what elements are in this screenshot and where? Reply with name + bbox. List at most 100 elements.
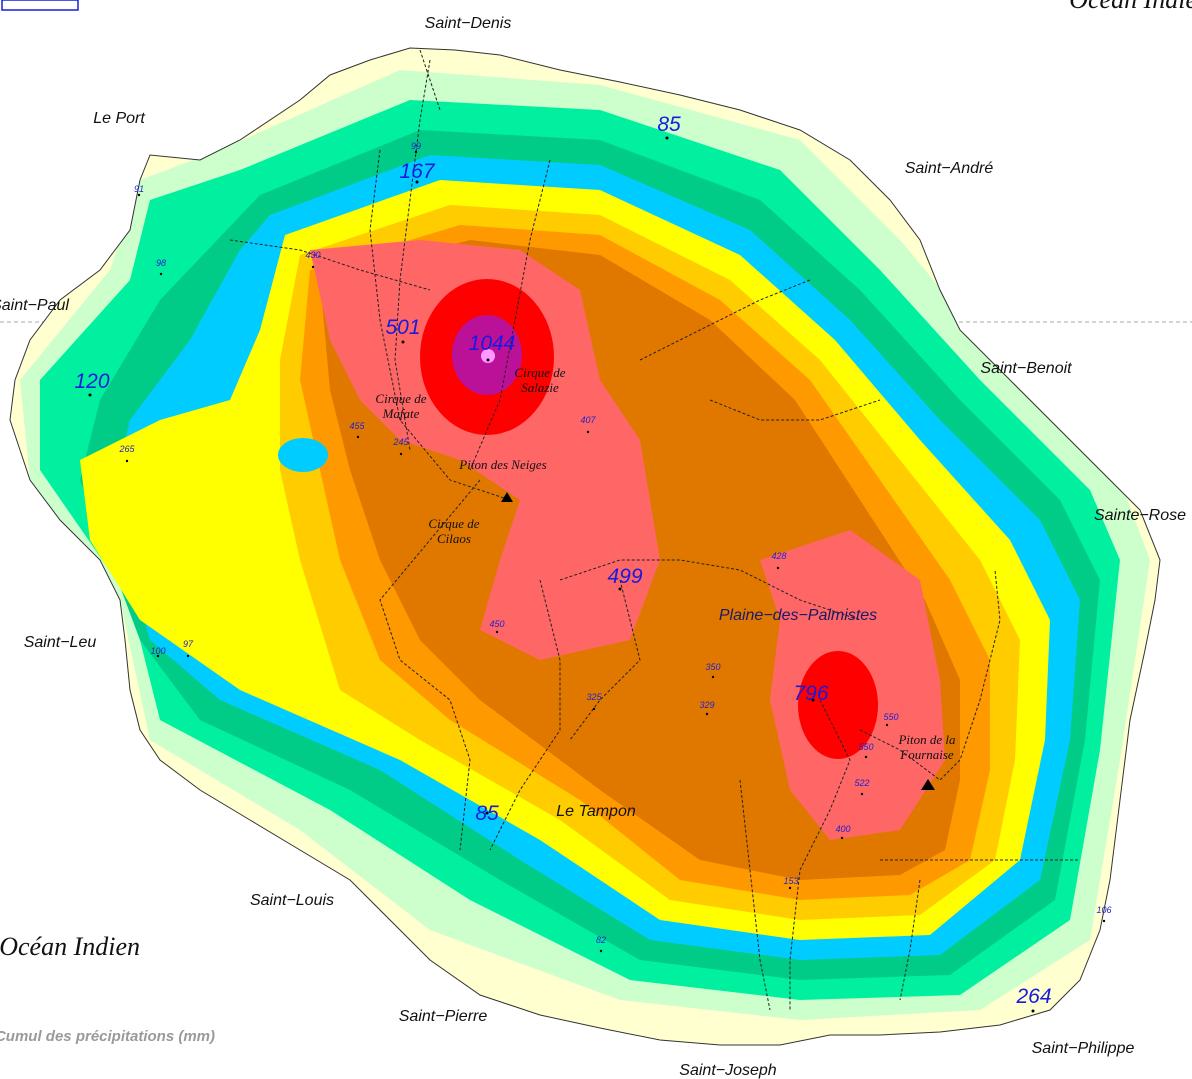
svg-text:265: 265 [118,444,135,454]
svg-text:106: 106 [1096,905,1111,915]
station-minor: 430 [305,250,321,269]
river-path [709,399,881,421]
station-minor: 428 [771,551,787,570]
piton-fournaise-peak-icon [921,779,935,790]
svg-text:400: 400 [835,824,850,834]
svg-text:97: 97 [183,639,194,649]
region-plaine-palmistes: Plaine−des−Palmistes [719,607,877,624]
station-minor: 550 [883,712,899,727]
station-major: 501 [385,316,421,344]
svg-text:325: 325 [586,692,602,702]
svg-text:91: 91 [134,184,144,194]
minor-stations: 99 91 430 98 265 455 245 407 428 450 100… [118,141,1112,953]
svg-text:407: 407 [580,415,596,425]
svg-text:167: 167 [399,160,435,183]
station-minor: 106 [1096,905,1112,923]
station-major: 499 [607,565,643,591]
svg-text:82: 82 [596,935,606,945]
svg-text:350: 350 [705,662,720,672]
legend-title: Cumul des précipitations (mm) [0,1028,215,1045]
river-path [379,479,481,851]
town-saint-benoit: Saint−Benoit [980,360,1072,377]
svg-text:499: 499 [607,565,642,588]
region-piton-neiges: Piton des Neiges [458,457,546,472]
station-minor: 245 [392,437,409,456]
station-major: 85 [657,113,681,140]
ocean-label-top: Océan Indien [1069,0,1192,14]
svg-text:550: 550 [883,712,898,722]
svg-text:522: 522 [854,778,869,788]
river-path [559,559,861,621]
station-major: 85 [475,802,499,825]
svg-text:153: 153 [783,876,798,886]
station-minor: 99 [411,141,421,154]
major-stations: 85 167 501 1044 120 499 796 85 264 [74,113,1052,1013]
station-minor: 325 [586,692,602,711]
svg-text:450: 450 [489,619,504,629]
river-path [899,879,921,1001]
svg-text:245: 245 [392,437,409,447]
river-path [569,579,641,741]
svg-text:430: 430 [305,250,320,260]
river-path [739,779,771,1011]
station-minor: 91 [134,184,144,197]
station-minor: 265 [118,444,135,463]
station-major: 796 [793,682,828,705]
river-path [394,59,431,451]
svg-text:85: 85 [657,113,681,136]
station-minor: 350 [705,662,721,679]
town-saint-andre: Saint−André [905,160,994,177]
river-path [369,149,511,501]
town-saint-pierre: Saint−Pierre [399,1008,488,1025]
station-minor: 407 [580,415,596,434]
svg-text:796: 796 [793,682,828,705]
level-11-area-east [798,651,878,759]
station-minor: 97 [183,639,194,658]
town-le-port: Le Port [93,110,145,127]
town-saint-paul: Saint−Paul [0,297,69,314]
river-path [419,49,441,111]
level-13-area [481,349,495,363]
station-major: 167 [399,160,436,184]
river-network [229,49,1080,1011]
town-labels: Saint−Denis Le Port Saint−André Saint−Pa… [0,15,1186,1079]
island-outline [9,47,1161,1046]
river-path [489,579,561,851]
legend-box [1,0,79,11]
river-path [639,279,811,361]
river-path [469,159,551,471]
river-path [789,699,851,1010]
town-sainte-rose: Sainte−Rose [1094,507,1186,524]
town-saint-denis: Saint−Denis [425,15,512,32]
station-major: 120 [74,370,110,397]
svg-text:85: 85 [475,802,499,825]
svg-text:428: 428 [771,551,786,561]
station-minor: 82 [596,935,606,953]
svg-text:98: 98 [156,258,166,268]
river-path [229,239,431,291]
svg-text:100: 100 [150,646,165,656]
ocean-label-bottom: Océan Indien [0,932,140,961]
piton-neiges-peak-icon [501,492,513,502]
blue-pocket [278,438,328,472]
station-minor: 450 [489,619,505,634]
svg-text:99: 99 [411,141,421,151]
level-10-area-north [310,240,660,660]
station-minor: 400 [835,824,851,840]
svg-text:329: 329 [699,700,714,710]
town-saint-leu: Saint−Leu [24,634,97,651]
svg-text:120: 120 [74,370,109,393]
station-minor: 100 [150,646,166,658]
svg-text:1044: 1044 [469,332,516,355]
station-minor: 98 [156,258,166,276]
svg-text:455: 455 [349,421,365,431]
svg-text:550: 550 [858,742,873,752]
station-major: 264 [1015,985,1052,1013]
station-minor: 153 [783,876,799,890]
